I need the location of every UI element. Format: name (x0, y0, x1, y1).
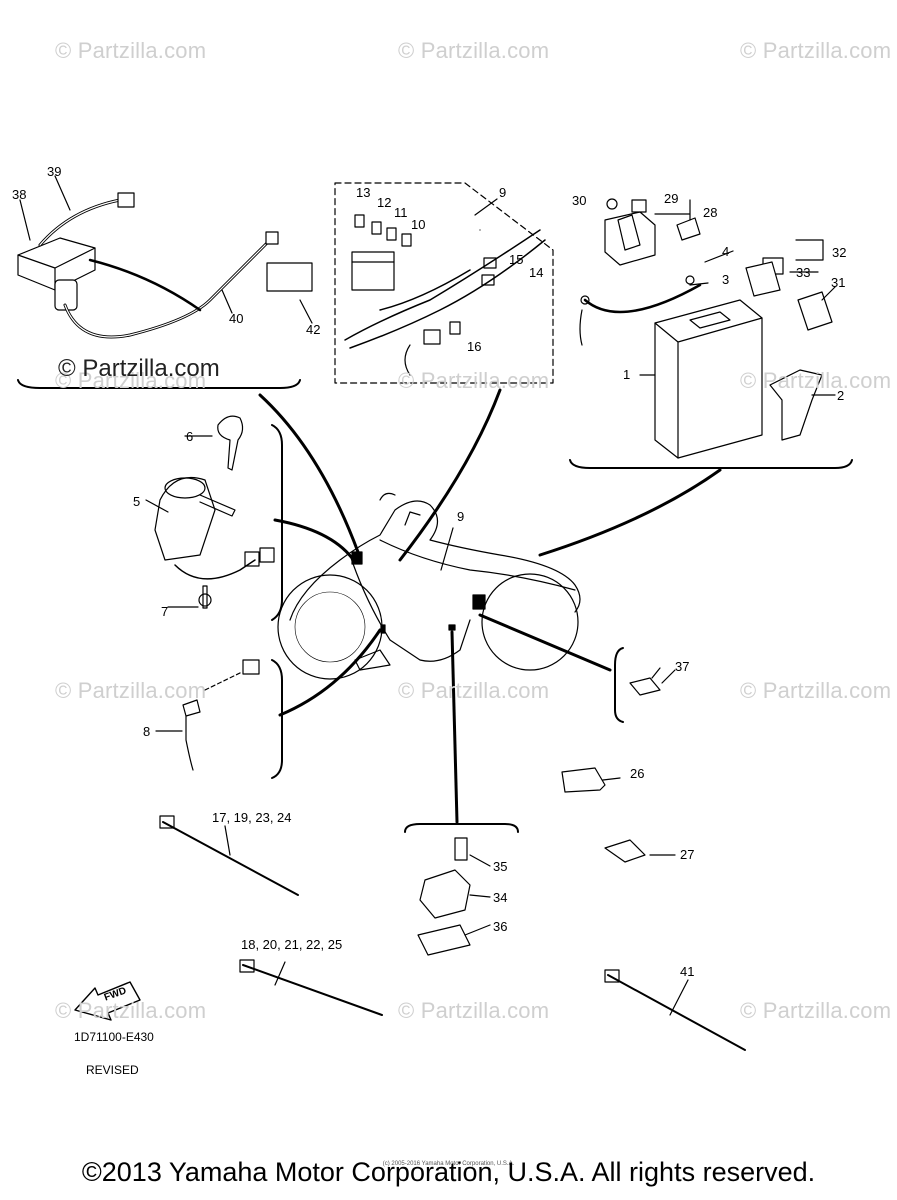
watermark: © Partzilla.com (740, 368, 892, 393)
callout-11[interactable]: 11 (394, 205, 408, 220)
callout-6[interactable]: 6 (186, 429, 194, 444)
callout-17-19-23-24[interactable]: 17, 19, 23, 24 (212, 810, 292, 825)
callout-28[interactable]: 28 (703, 205, 718, 220)
callout-27[interactable]: 27 (680, 847, 695, 862)
watermark: © Partzilla.com (55, 38, 207, 63)
callout-5[interactable]: 5 (133, 494, 141, 509)
callout-32[interactable]: 32 (832, 245, 847, 260)
callout-36[interactable]: 36 (493, 919, 508, 934)
watermark: © Partzilla.com (55, 678, 207, 703)
callout-18-20-21-22-25[interactable]: 18, 20, 21, 22, 25 (241, 937, 343, 952)
callout-38[interactable]: 38 (12, 187, 27, 202)
watermark: © Partzilla.com (398, 998, 550, 1023)
fwd-arrow-icon (74, 981, 141, 1021)
callout-41[interactable]: 41 (680, 964, 695, 979)
callout-2[interactable]: 2 (837, 388, 845, 403)
revised-note: REVISED (86, 1063, 139, 1077)
callout-29[interactable]: 29 (664, 191, 679, 206)
callout-12[interactable]: 12 (377, 195, 392, 210)
callout-37[interactable]: 37 (675, 659, 690, 674)
callout-3[interactable]: 3 (722, 272, 730, 287)
watermark-dark: © Partzilla.com (58, 355, 220, 382)
watermark: © Partzilla.com (398, 368, 550, 393)
watermark: © Partzilla.com (740, 38, 892, 63)
callout-34[interactable]: 34 (493, 890, 508, 905)
callout-9-top[interactable]: 9 (499, 185, 507, 200)
callout-39[interactable]: 39 (47, 164, 62, 179)
callout-8[interactable]: 8 (143, 724, 151, 739)
callout-1[interactable]: 1 (623, 367, 631, 382)
watermark: © Partzilla.com (740, 998, 892, 1023)
top-left-group (17, 175, 313, 389)
callout-14[interactable]: 14 (529, 265, 544, 280)
copyright-footer: ©2013 Yamaha Motor Corporation, U.S.A. A… (81, 1157, 816, 1187)
callout-15[interactable]: 15 (509, 252, 524, 267)
callout-26[interactable]: 26 (630, 766, 645, 781)
watermark: © Partzilla.com (398, 678, 550, 703)
callout-33[interactable]: 33 (796, 265, 811, 280)
watermark: © Partzilla.com (398, 38, 550, 63)
callout-16[interactable]: 16 (467, 339, 482, 354)
cable-ties (159, 815, 746, 1051)
motorcycle-silhouette (258, 388, 722, 824)
main-switch-group (145, 415, 283, 779)
callout-31[interactable]: 31 (831, 275, 846, 290)
bracket-group (561, 647, 676, 863)
diagram-code: 1D71100-E430 (74, 1030, 154, 1044)
fuse-harness-group (334, 182, 554, 384)
watermark: © Partzilla.com (740, 678, 892, 703)
watermark: © Partzilla.com (55, 998, 207, 1023)
battery-group (479, 198, 853, 469)
callout-7[interactable]: 7 (161, 604, 169, 619)
sensor-group (404, 823, 519, 956)
callout-30[interactable]: 30 (572, 193, 587, 208)
tiny-credit: (c) 2005-2016 Yamaha Motor Corporation, … (382, 1161, 515, 1167)
callout-10[interactable]: 10 (411, 217, 426, 232)
callout-35[interactable]: 35 (493, 859, 508, 874)
watermark: © Partzilla.com (55, 368, 207, 393)
callout-40[interactable]: 40 (229, 311, 244, 326)
callout-4[interactable]: 4 (722, 244, 730, 259)
callout-9-bike[interactable]: 9 (457, 509, 465, 524)
callout-42[interactable]: 42 (306, 322, 321, 337)
callout-13[interactable]: 13 (356, 185, 371, 200)
